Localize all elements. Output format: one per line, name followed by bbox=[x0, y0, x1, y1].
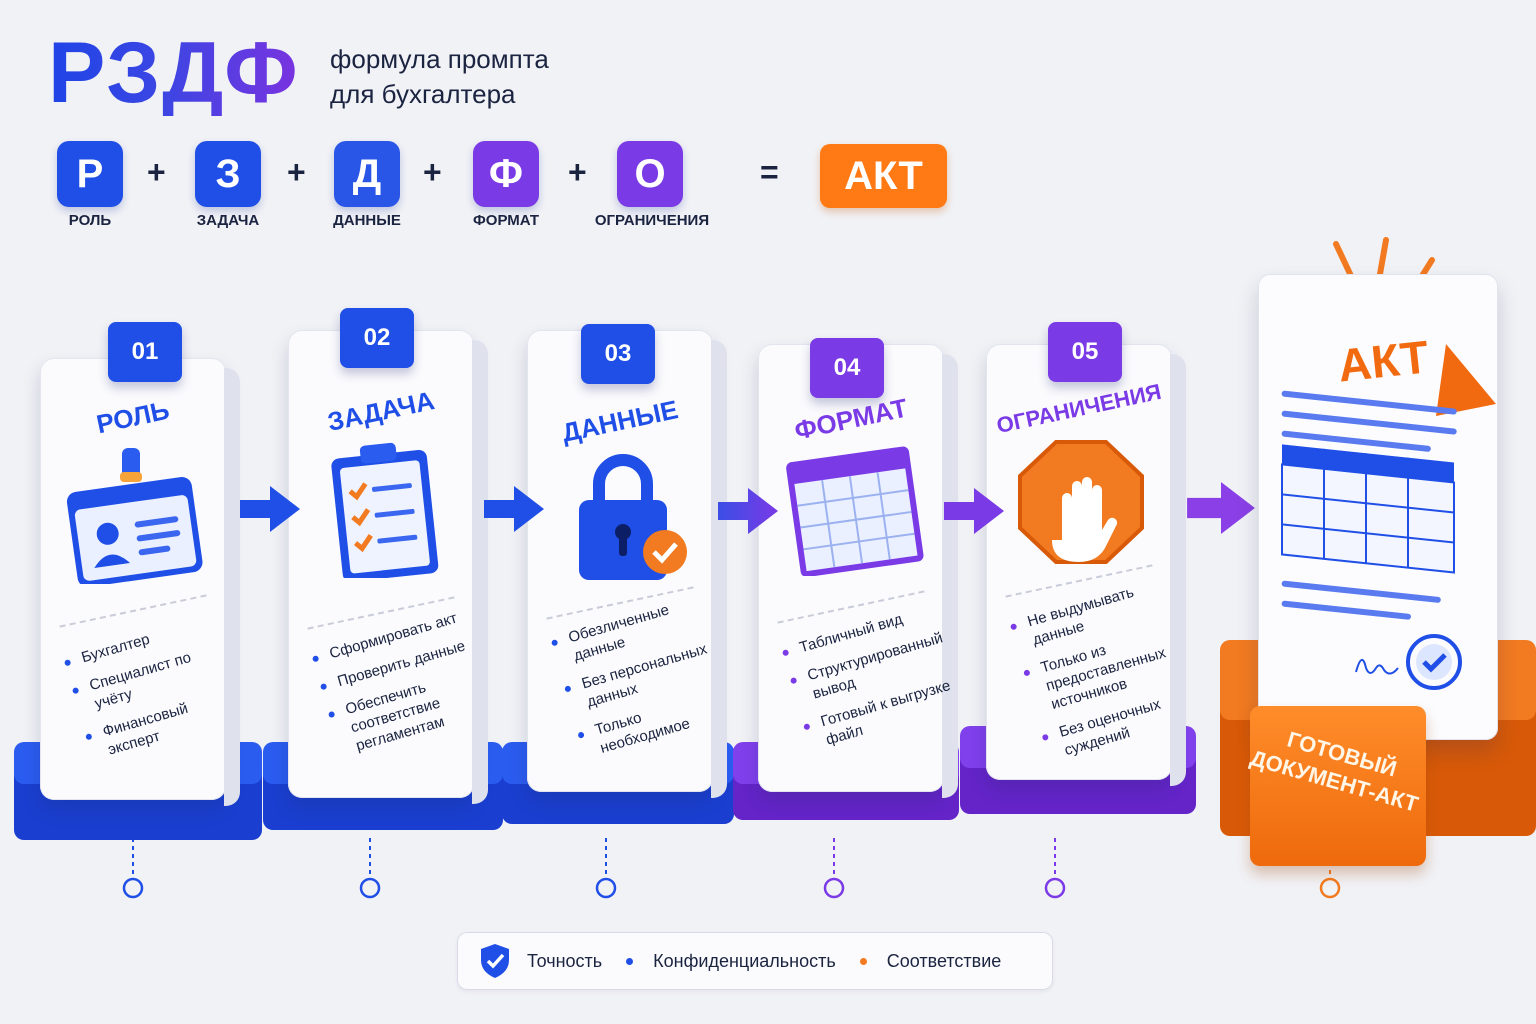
step-bullets-02: Сформировать акт Проверить данные Обеспе… bbox=[310, 606, 498, 770]
plus-sign: + bbox=[423, 154, 442, 190]
step-card-01: 01 РОЛЬ Бухгалтер Специалист по учёту Фи… bbox=[40, 322, 240, 806]
subtitle-line-1: формула промпта bbox=[330, 44, 549, 74]
subtitle-line-2: для бухгалтера bbox=[330, 79, 516, 109]
result-document: АКТ bbox=[1258, 274, 1498, 740]
legend-item-confidentiality: Конфиденциальность bbox=[653, 950, 836, 971]
legend: Точность Конфиденциальность Соответствие bbox=[457, 932, 1053, 990]
legend-dot-blue bbox=[626, 957, 634, 965]
formula-caption-data: ДАННЫЕ bbox=[333, 212, 401, 229]
plus-sign: + bbox=[568, 154, 587, 190]
step-title-02: ЗАДАЧА bbox=[324, 385, 438, 437]
step-title-05: ОГРАНИЧЕНИЯ bbox=[994, 378, 1164, 439]
step-bullets-01: Бухгалтер Специалист по учёту Финансовый… bbox=[62, 610, 250, 774]
step-title-01: РОЛЬ bbox=[93, 394, 172, 440]
formula-tile-data: Д bbox=[334, 141, 400, 207]
padlock-check-icon bbox=[579, 454, 687, 580]
formula-caption-role: РОЛЬ bbox=[68, 212, 112, 229]
id-badge-icon bbox=[66, 448, 203, 584]
legend-dot-orange bbox=[859, 957, 867, 965]
formula-tile-constraints: О bbox=[617, 141, 683, 207]
arrow-right-icon bbox=[240, 486, 300, 532]
formula-tile-task: З bbox=[195, 141, 261, 207]
logo-title: РЗДФ bbox=[48, 25, 300, 121]
arrow-right-icon bbox=[944, 488, 1004, 534]
result-plaque: ГОТОВЫЙ ДОКУМЕНТ-АКТ bbox=[1247, 706, 1426, 866]
step-bullets-04: Табличный вид Структурированный вывод Го… bbox=[780, 600, 968, 764]
formula-tile-role: Р bbox=[57, 141, 123, 207]
formula-caption-task: ЗАДАЧА bbox=[196, 212, 260, 229]
folded-corner-icon bbox=[1436, 344, 1496, 416]
stop-hand-icon bbox=[1018, 440, 1144, 564]
table-icon bbox=[786, 446, 924, 576]
legend-item-accuracy: Точность bbox=[527, 950, 603, 971]
step-card-04: 04 ФОРМАТ Табличный вид Структурированны… bbox=[758, 338, 958, 798]
formula-caption-format: ФОРМАТ bbox=[472, 212, 540, 229]
step-number-02: 02 bbox=[340, 308, 414, 368]
equals-sign: = bbox=[760, 154, 779, 190]
arrow-right-icon bbox=[718, 488, 778, 534]
shield-check-icon bbox=[481, 944, 509, 978]
plus-sign: + bbox=[287, 154, 306, 190]
formula-result-tile: АКТ bbox=[820, 144, 947, 208]
formula-caption-constraints: ОГРАНИЧЕНИЯ bbox=[594, 212, 710, 229]
formula-tile-format: Ф bbox=[473, 141, 539, 207]
step-card-02: 02 ЗАДАЧА Сформировать акт Проверить дан… bbox=[288, 308, 488, 804]
subtitle: формула промпта для бухгалтера bbox=[330, 42, 549, 112]
step-number-05: 05 bbox=[1048, 322, 1122, 382]
document-content bbox=[1281, 390, 1462, 690]
step-card-05: 05 ОГРАНИЧЕНИЯ Не выдумывать данные Толь… bbox=[986, 322, 1186, 786]
signature-icon bbox=[1355, 659, 1399, 675]
result-plaque-text: ГОТОВЫЙ ДОКУМЕНТ-АКТ bbox=[1246, 717, 1431, 819]
step-number-03: 03 bbox=[581, 324, 655, 384]
clipboard-checklist-icon bbox=[331, 442, 439, 578]
arrow-right-icon bbox=[484, 486, 544, 532]
plus-sign: + bbox=[147, 154, 166, 190]
legend-item-compliance: Соответствие bbox=[886, 950, 1002, 971]
arrow-right-icon bbox=[1187, 482, 1255, 534]
step-number-04: 04 bbox=[810, 338, 884, 398]
step-card-03: 03 ДАННЫЕ Обезличенные данные Без персон… bbox=[527, 324, 727, 798]
step-number-01: 01 bbox=[108, 322, 182, 382]
